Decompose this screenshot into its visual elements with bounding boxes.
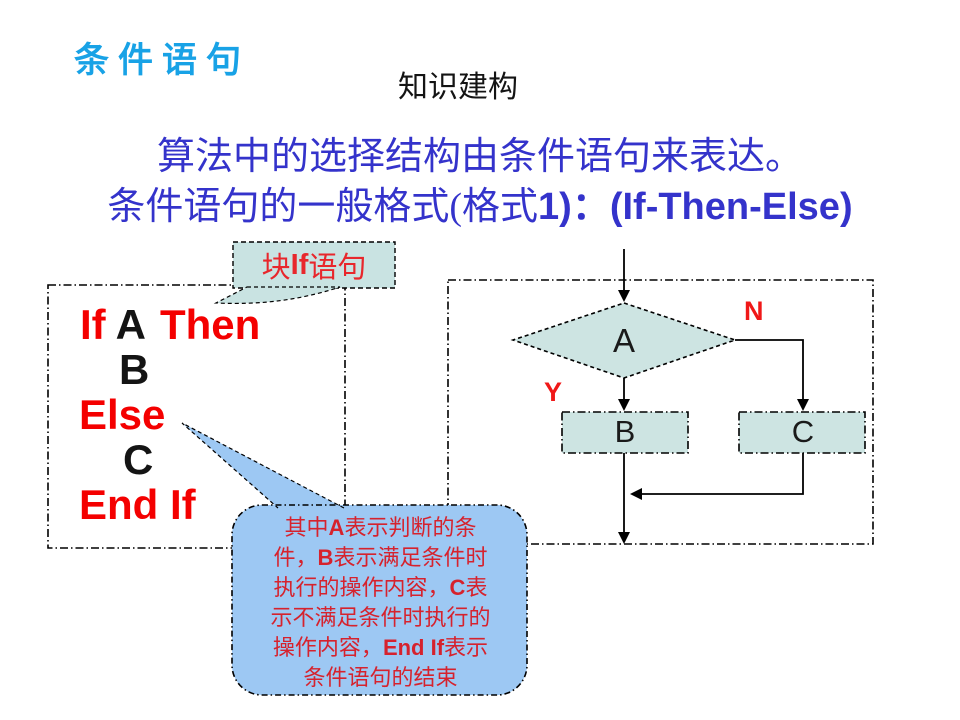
arrowhead-exit	[618, 532, 630, 544]
flow-c-join-line	[638, 453, 804, 495]
heading-line2-format-number: 1)：	[538, 186, 610, 228]
bubble-line-6: 条件语句的结束	[303, 665, 458, 690]
code-condition-a: A	[115, 301, 146, 348]
flowchart-frame-border	[447, 279, 874, 545]
block-if-callout-tail	[213, 286, 341, 305]
corner-title: 条件语句	[74, 40, 251, 81]
bubble-line-3: 执行的操作内容，C表	[273, 575, 488, 600]
arrowhead-no	[797, 399, 809, 411]
arrowhead-yes	[618, 399, 630, 411]
no-branch-label: N	[744, 296, 764, 326]
code-keyword-else: Else	[79, 391, 166, 438]
yes-branch-label: Y	[544, 377, 563, 407]
bubble-tail-outline	[181, 422, 345, 509]
callout-if-keyword: If	[290, 248, 309, 281]
arrowhead-join	[630, 488, 642, 500]
bubble-line-4: 示不满足条件时执行的	[270, 605, 491, 630]
process-box-b	[561, 411, 689, 454]
block-if-callout-shape	[232, 241, 396, 289]
code-statement-c: C	[123, 436, 154, 483]
code-box-border	[47, 284, 346, 549]
heading-line2-cjk: 条件语句的一般格式(格式	[107, 186, 539, 228]
code-line-end-if: End If	[79, 483, 196, 527]
explanation-bubble-shape	[231, 504, 528, 696]
callout-pre: 块	[261, 252, 291, 284]
code-keyword-if: If	[80, 301, 106, 348]
code-line-else: Else	[79, 393, 165, 437]
heading-block: 算法中的选择结构由条件语句来表达。 条件语句的一般格式(格式1)：(If-The…	[0, 132, 960, 232]
page-title: 知识建构	[398, 71, 518, 104]
bubble-line-2: 件，B表示满足条件时	[273, 545, 488, 570]
bubble-line-1: 其中A表示判断的条	[284, 515, 477, 540]
code-statement-b: B	[119, 346, 150, 393]
bubble-line-5: 操作内容，End If表示	[272, 635, 489, 660]
heading-line-1: 算法中的选择结构由条件语句来表达。	[156, 136, 803, 178]
arrowhead-entry	[618, 290, 630, 302]
process-b-label: B	[614, 414, 636, 449]
process-c-label: C	[791, 414, 815, 449]
heading-line2-if-then-else: (If-Then-Else)	[609, 186, 853, 228]
explanation-bubble-text: 其中A表示判断的条 件，B表示满足条件时 执行的操作内容，C表 示不满足条件时执…	[237, 513, 524, 693]
decision-label: A	[612, 322, 635, 359]
callout-post: 语句	[308, 252, 367, 284]
process-box-c	[738, 411, 866, 454]
heading-line-2: 条件语句的一般格式(格式1)：(If-Then-Else)	[0, 182, 960, 232]
code-keyword-end-if: End If	[79, 481, 196, 528]
code-keyword-then: Then	[160, 301, 261, 348]
flow-no-line	[735, 339, 804, 404]
code-line-b: B	[119, 348, 149, 392]
code-line-c: C	[123, 438, 153, 482]
